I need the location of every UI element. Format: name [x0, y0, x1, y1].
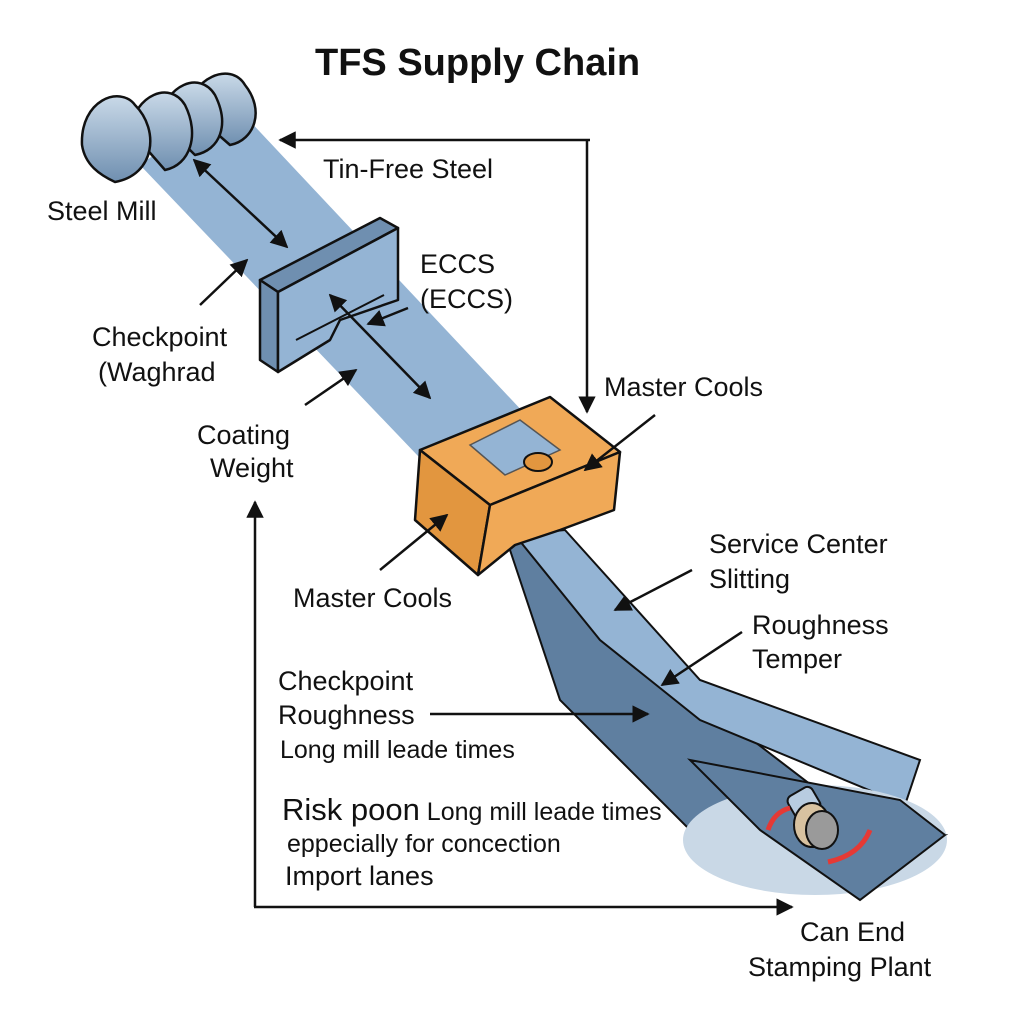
stamping-plant-label: Stamping Plant: [748, 952, 932, 982]
eccs-label: ECCS: [420, 249, 495, 279]
connector-arrows: [192, 131, 794, 916]
master-cools-bottom-label: Master Cools: [293, 583, 452, 613]
can-end-label: Can End: [800, 917, 905, 947]
checkpoint-label-sub: (Waghrad: [98, 357, 216, 387]
risk-label: Risk poon Long mill leade times: [282, 792, 662, 827]
risk-bold: Risk poon: [282, 792, 420, 827]
roughness-temper-label-sub: Temper: [752, 644, 842, 674]
roughness-temper-label: Roughness: [752, 610, 889, 640]
risk-line-2: eppecially for concection: [287, 830, 561, 858]
checkpoint-label: Checkpoint: [92, 322, 228, 352]
risk-line-3: Import lanes: [285, 861, 434, 891]
tin-free-steel-label: Tin-Free Steel: [323, 154, 493, 184]
service-center-label: Service Center: [709, 529, 888, 559]
service-center-label-sub: Slitting: [709, 564, 790, 594]
checkpoint-2-label: Checkpoint: [278, 666, 414, 696]
rotation-arrow-icon: [827, 828, 873, 865]
coating-weight-label-sub: Weight: [210, 453, 294, 483]
checkpoint-2-lead-times: Long mill leade times: [280, 736, 515, 764]
diagram-title: TFS Supply Chain: [315, 42, 640, 84]
risk-rest: Long mill leade times: [420, 798, 662, 826]
checkpoint-2-roughness: Roughness: [278, 700, 415, 730]
master-cools-top-label: Master Cools: [604, 372, 763, 402]
steel-mill-label: Steel Mill: [47, 196, 157, 226]
processing-box-icon: [413, 395, 622, 577]
rotation-arrow-icon: [765, 805, 791, 831]
eccs-label-sub: (ECCS): [420, 284, 513, 314]
stamping-press-icon: [765, 785, 873, 865]
steel-coils-icon: [80, 72, 257, 184]
coating-weight-label: Coating: [197, 420, 290, 450]
